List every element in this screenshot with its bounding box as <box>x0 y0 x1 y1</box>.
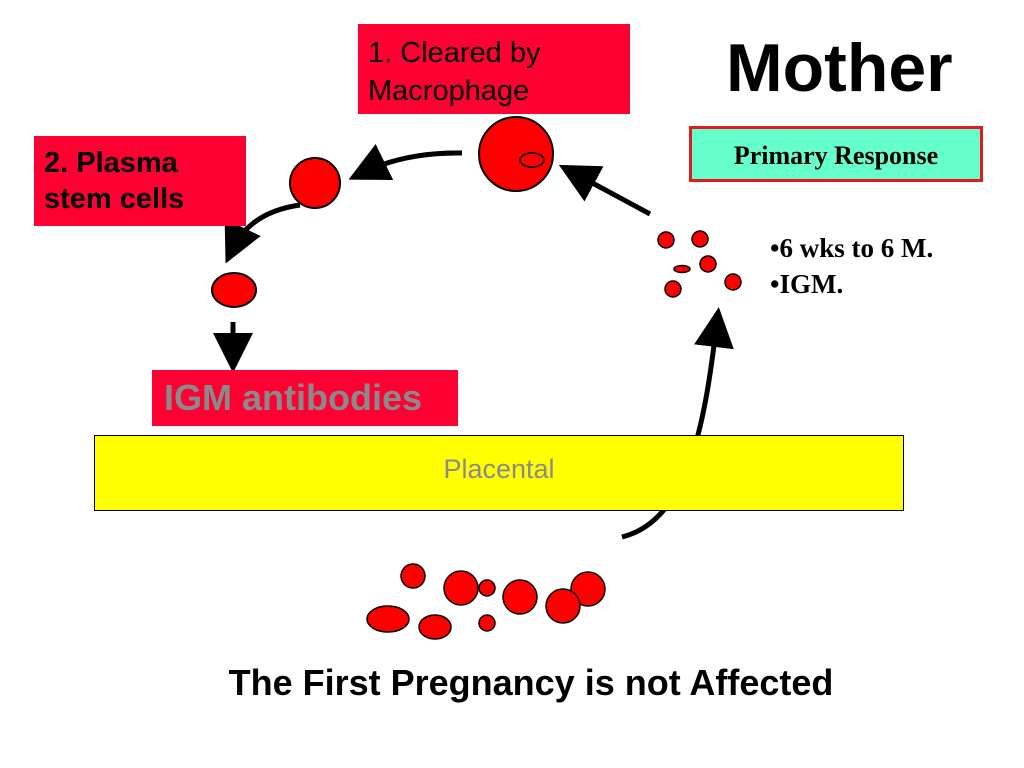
plasma-cell <box>211 272 257 308</box>
engulfed-cell <box>519 152 545 168</box>
macrophage-label-line1: 1. Cleared by <box>368 37 541 69</box>
igm-antibodies-box: IGM antibodies <box>152 370 458 426</box>
igm-antibodies-label: IGM antibodies <box>164 377 423 418</box>
fetal-cells-in-mother <box>657 230 742 298</box>
macrophage-cell <box>478 116 554 192</box>
arrow-cells-to-macrophage <box>558 164 652 217</box>
plasma-label-line1: 2. Plasma <box>44 147 178 179</box>
response-bullets: •6 wks to 6 M. •IGM. <box>770 230 933 302</box>
placental-label: Placental <box>443 454 555 484</box>
page-title: Mother <box>726 30 953 106</box>
arrow-stemcell-to-plasmacell <box>224 202 301 264</box>
macrophage-label: 1. Cleared by Macrophage <box>368 34 541 110</box>
primary-response-label: Primary Response <box>733 141 939 170</box>
placental-barrier: Placental <box>94 435 904 511</box>
plasma-label-line2: stem cells <box>44 183 185 215</box>
primary-response-box: Primary Response <box>689 126 983 182</box>
bullet-duration: •6 wks to 6 M. <box>770 233 934 263</box>
plasma-label: 2. Plasma stem cells <box>44 145 184 217</box>
arrow-macrophage-to-stemcell <box>348 144 463 181</box>
plasma-label-box: 2. Plasma stem cells <box>34 136 246 226</box>
macrophage-label-line2: Macrophage <box>368 75 530 107</box>
footer-caption: The First Pregnancy is not Affected <box>228 662 834 703</box>
plasma-stem-cell <box>289 157 341 209</box>
macrophage-label-box: 1. Cleared by Macrophage <box>358 24 630 114</box>
fetal-red-cells <box>366 563 606 640</box>
bullet-igm: •IGM. <box>770 269 844 299</box>
